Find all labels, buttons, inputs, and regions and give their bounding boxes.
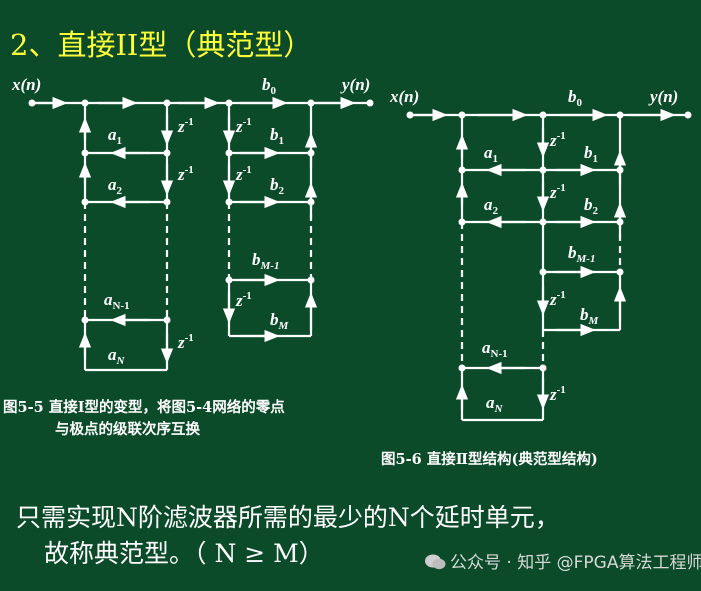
fig2-bM-label: bM: [580, 305, 600, 327]
figure-5-5-labels: x(n) y(n) b0 a1 a2 aN-1 aN z-1 z-1 z-1 z…: [11, 75, 370, 367]
figure-5-5: [28, 96, 374, 372]
fig2-b1-label: b1: [584, 143, 598, 165]
fig2-z1-label-3: z-1: [549, 289, 566, 309]
fig1-z1-label-2: z-1: [177, 164, 194, 184]
wechat-icon: [424, 553, 446, 571]
fig1-z1-label-6: z-1: [235, 290, 252, 310]
fig2-z1-label-4: z-1: [549, 384, 566, 404]
fig2-input-label: x(n): [389, 87, 419, 106]
fig1-caption-line2: 与极点的级联次序互换: [55, 421, 200, 438]
conclusion-line2: 故称典范型。（ N ≥ M）: [44, 539, 324, 568]
fig2-a2-label: a2: [484, 195, 499, 217]
fig1-output-label: y(n): [340, 75, 370, 94]
fig1-input-label: x(n): [11, 75, 41, 94]
fig2-output-label: y(n): [648, 87, 678, 106]
watermark-text: 公众号 · 知乎 @FPGA算法工程师: [450, 553, 701, 573]
fig2-a1-label: a1: [484, 143, 498, 165]
fig1-z1-label-4: z-1: [235, 116, 252, 136]
fig2-b2-label: b2: [584, 195, 599, 217]
fig1-bM1-label: bM-1: [252, 250, 279, 272]
fig2-aN-label: aN: [486, 393, 504, 415]
figure-5-5-caption: 图5-5 直接I型的变型，将图5-4网络的零点 与极点的级联次序互换: [3, 397, 285, 441]
figure-5-6-caption: 图5-6 直接Ⅱ型结构(典范型结构): [381, 451, 598, 468]
fig1-z1-label-5: z-1: [235, 164, 252, 184]
fig1-z1-label-3: z-1: [177, 332, 194, 352]
fig1-aN-label: aN: [108, 345, 126, 367]
fig1-z1-label-1: z-1: [177, 116, 194, 136]
fig1-caption-line1: 图5-5 直接I型的变型，将图5-4网络的零点: [3, 399, 285, 416]
conclusion-text: 只需实现N阶滤波器所需的最少的N个延时单元， 故称典范型。（ N ≥ M）: [16, 500, 560, 572]
fig1-aN1-label: aN-1: [104, 290, 130, 312]
fig2-aN1-label: aN-1: [482, 338, 508, 360]
fig1-b1-label: b1: [270, 125, 284, 147]
fig1-bM-label: bM: [270, 310, 290, 332]
fig1-b2-label: b2: [270, 175, 285, 197]
fig1-a2-label: a2: [108, 175, 123, 197]
fig1-a1-label: a1: [108, 125, 122, 147]
figure-5-6: [406, 108, 692, 422]
watermark: 公众号 · 知乎 @FPGA算法工程师: [424, 548, 701, 573]
fig2-z1-label-2: z-1: [549, 182, 566, 202]
fig2-b0-label: b0: [568, 87, 583, 109]
figure-5-6-labels: x(n) y(n) b0 a1 a2 aN-1 aN z-1 z-1 z-1 z…: [389, 87, 678, 415]
fig1-b0-label: b0: [262, 75, 277, 97]
fig2-bM1-label: bM-1: [568, 243, 595, 265]
fig2-z1-label-1: z-1: [549, 130, 566, 150]
conclusion-line1: 只需实现N阶滤波器所需的最少的N个延时单元，: [16, 503, 560, 532]
page-heading: 2、直接II型（典范型）: [10, 28, 313, 62]
